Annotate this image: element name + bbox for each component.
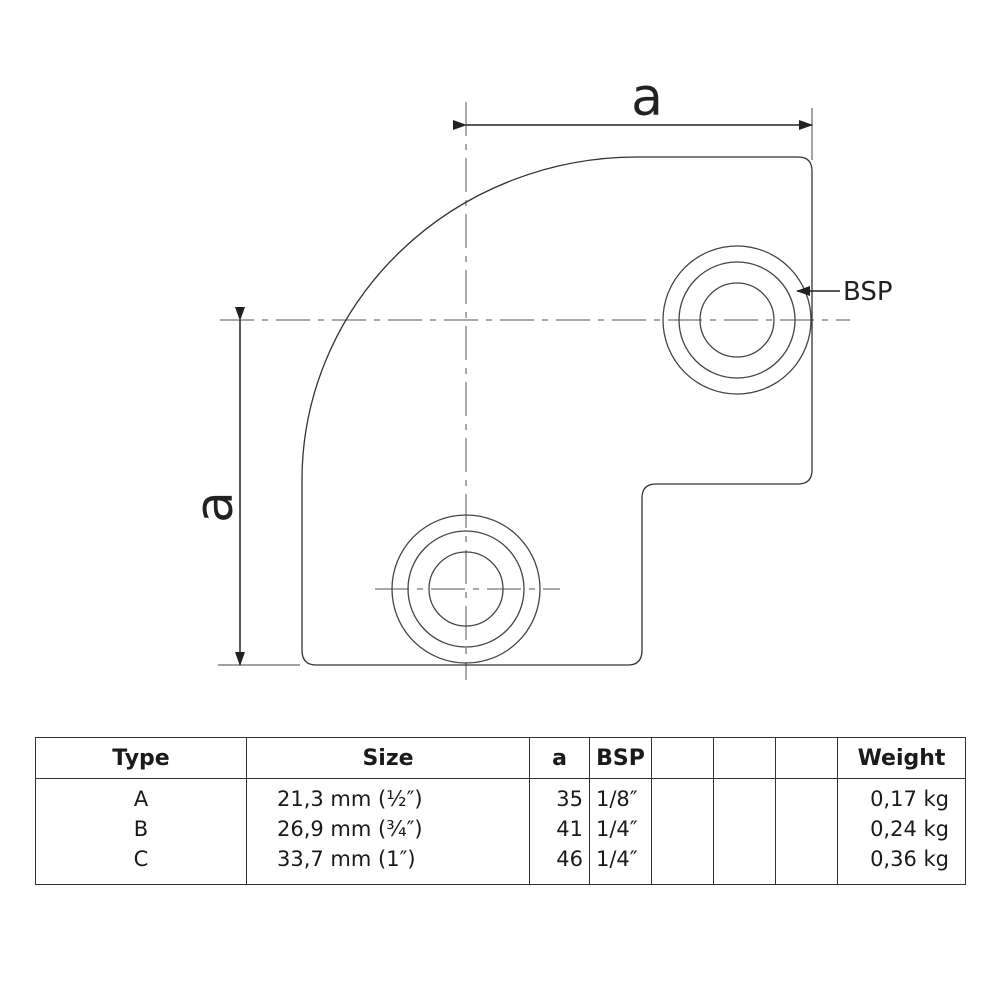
table-header-row: Type Size a BSP Weight bbox=[35, 737, 966, 779]
table-row: C 33,7 mm (1″) 46 1/4″ 0,36 kg bbox=[36, 844, 966, 885]
header-size: Size bbox=[246, 737, 530, 779]
cell-a: 35 bbox=[529, 778, 590, 814]
table-row: A 21,3 mm (½″) 35 1/8″ 0,17 kg bbox=[36, 778, 966, 814]
header-bsp: BSP bbox=[589, 737, 652, 779]
header-empty-3 bbox=[775, 737, 838, 779]
cell-empty bbox=[775, 844, 838, 885]
cell-bsp: 1/4″ bbox=[589, 814, 652, 844]
cell-weight: 0,24 kg bbox=[837, 814, 966, 844]
cell-empty bbox=[651, 778, 714, 814]
lower-port bbox=[391, 514, 541, 664]
header-type: Type bbox=[35, 737, 247, 779]
cell-empty bbox=[775, 814, 838, 844]
header-weight: Weight bbox=[837, 737, 966, 779]
cell-empty bbox=[713, 844, 776, 885]
cell-type: A bbox=[133, 787, 149, 811]
header-empty-1 bbox=[651, 737, 714, 779]
header-empty-2 bbox=[713, 737, 776, 779]
cell-empty bbox=[713, 778, 776, 814]
upper-port bbox=[662, 245, 812, 395]
header-a: a bbox=[529, 737, 590, 779]
cell-size: 26,9 mm (¾″) bbox=[246, 814, 530, 844]
cell-bsp: 1/4″ bbox=[589, 844, 652, 885]
cell-a: 41 bbox=[529, 814, 590, 844]
cell-empty bbox=[651, 844, 714, 885]
cell-type: C bbox=[133, 847, 149, 871]
cell-bsp: 1/8″ bbox=[589, 778, 652, 814]
spec-table: Type Size a BSP Weight A 21,3 mm (½″) 35… bbox=[35, 737, 966, 885]
cell-weight: 0,36 kg bbox=[837, 844, 966, 885]
elbow-fitting-drawing: a a BSP bbox=[185, 68, 893, 680]
cell-size: 21,3 mm (½″) bbox=[246, 778, 530, 814]
cell-a: 46 bbox=[529, 844, 590, 885]
cell-empty bbox=[713, 814, 776, 844]
cell-size: 33,7 mm (1″) bbox=[246, 844, 530, 885]
cell-type: B bbox=[133, 817, 149, 841]
bsp-label: BSP bbox=[843, 277, 893, 307]
elbow-outline bbox=[301, 156, 813, 666]
dimension-label-vertical: a bbox=[185, 491, 245, 523]
cell-empty bbox=[651, 814, 714, 844]
cell-weight: 0,17 kg bbox=[837, 778, 966, 814]
dimension-label-horizontal: a bbox=[631, 68, 663, 128]
cell-empty bbox=[775, 778, 838, 814]
table-row: B 26,9 mm (¾″) 41 1/4″ 0,24 kg bbox=[36, 814, 966, 844]
